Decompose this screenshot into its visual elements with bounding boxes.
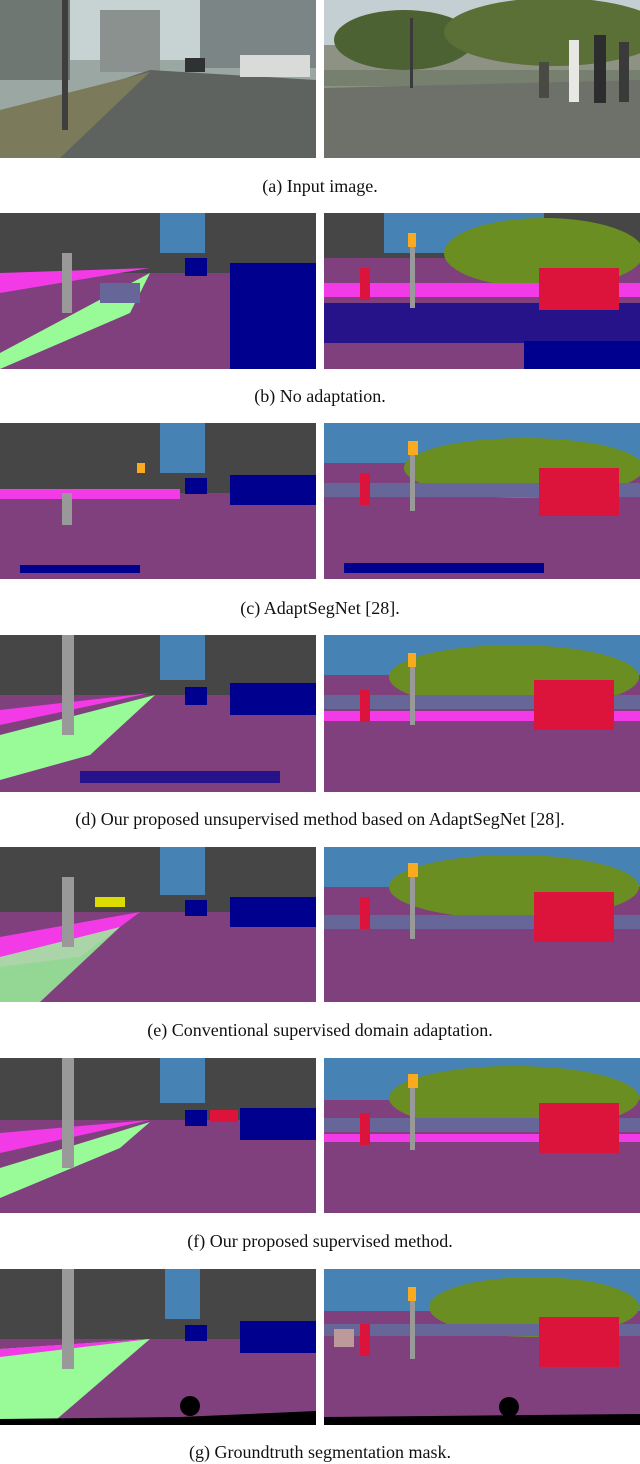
proposed-supervised-left	[0, 1058, 316, 1213]
no-adaptation-right	[324, 213, 640, 369]
proposed-unsupervised-left	[0, 635, 316, 792]
caption-b: (b) No adaptation.	[254, 386, 386, 406]
adaptsegnet-right	[324, 423, 640, 579]
caption-d: (d) Our proposed unsupervised method bas…	[75, 809, 565, 829]
conventional-supervised-right	[324, 847, 640, 1002]
caption-c: (c) AdaptSegNet [28].	[240, 598, 400, 618]
no-adaptation-left	[0, 213, 316, 369]
adaptsegnet-left	[0, 423, 316, 579]
groundtruth-left	[0, 1269, 316, 1425]
caption-e: (e) Conventional supervised domain adapt…	[147, 1020, 493, 1040]
caption-f: (f) Our proposed supervised method.	[187, 1231, 453, 1251]
input-image-left	[0, 0, 316, 158]
caption-a: (a) Input image.	[262, 176, 378, 196]
input-image-right	[324, 0, 640, 158]
proposed-supervised-right	[324, 1058, 640, 1213]
groundtruth-right	[324, 1269, 640, 1425]
caption-g: (g) Groundtruth segmentation mask.	[189, 1442, 451, 1462]
conventional-supervised-left	[0, 847, 316, 1002]
proposed-unsupervised-right	[324, 635, 640, 792]
